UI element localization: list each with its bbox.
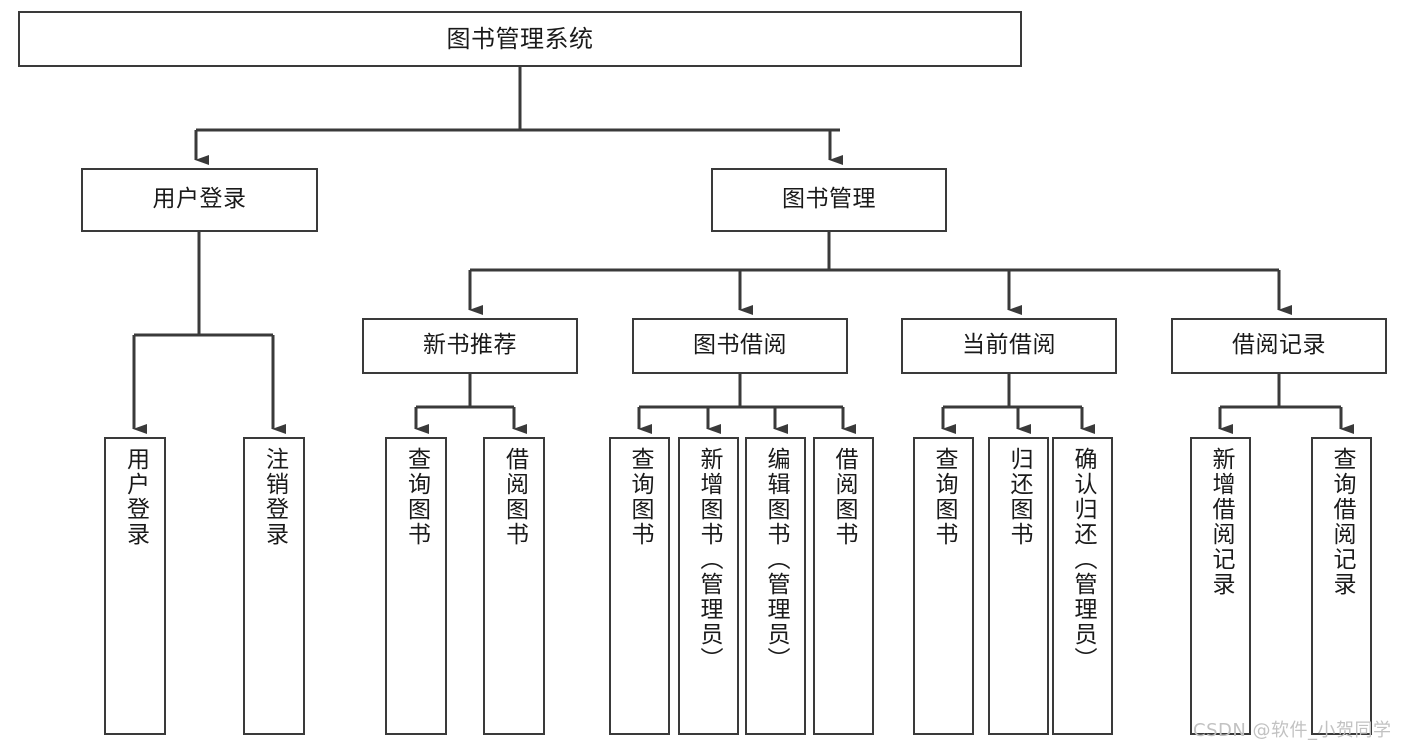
node-label: 图书管理 [782,186,876,213]
node-label: 当前借阅 [962,332,1056,359]
node-label: 查询图书 [931,447,957,547]
node-level3-borrow-records[interactable]: 借阅记录 [1171,318,1387,374]
node-level2-user-login[interactable]: 用户登录 [81,168,318,232]
node-leaf-add-book-admin[interactable]: 新增图书（管理员） [678,437,739,735]
node-leaf-query-books-borrow[interactable]: 查询图书 [609,437,670,735]
node-label: 图书借阅 [693,332,787,359]
node-leaf-query-books-current[interactable]: 查询图书 [913,437,974,735]
csdn-watermark: CSDN @软件_小贺同学 [1193,720,1392,741]
node-label: 查询借阅记录 [1329,447,1355,597]
node-label: 借阅记录 [1232,332,1326,359]
node-leaf-borrow-book[interactable]: 借阅图书 [813,437,874,735]
node-label: 新书推荐 [423,332,517,359]
node-leaf-borrow-books-new[interactable]: 借阅图书 [483,437,545,735]
node-level3-book-borrow[interactable]: 图书借阅 [632,318,848,374]
node-label: 查询图书 [403,447,430,547]
node-level3-current-borrow[interactable]: 当前借阅 [901,318,1117,374]
node-label: 注销登录 [261,447,288,547]
node-leaf-return-book[interactable]: 归还图书 [988,437,1049,735]
node-label: 新增借阅记录 [1208,447,1234,597]
node-label: 借阅图书 [831,447,857,547]
node-level3-new-book-recommend[interactable]: 新书推荐 [362,318,578,374]
node-label: 图书管理系统 [446,24,594,53]
node-label: 编辑图书（管理员） [763,447,789,672]
node-leaf-user-login[interactable]: 用户登录 [104,437,166,735]
node-leaf-confirm-return-admin[interactable]: 确认归还（管理员） [1052,437,1113,735]
node-leaf-logout[interactable]: 注销登录 [243,437,305,735]
node-leaf-query-books-new[interactable]: 查询图书 [385,437,447,735]
node-label: 借阅图书 [501,447,528,547]
node-label: 用户登录 [122,447,149,547]
node-label: 归还图书 [1006,447,1032,547]
node-label: 新增图书（管理员） [696,447,722,672]
node-leaf-query-borrow-record[interactable]: 查询借阅记录 [1311,437,1372,735]
node-level2-book-management[interactable]: 图书管理 [711,168,947,232]
node-label: 用户登录 [152,186,247,213]
node-root[interactable]: 图书管理系统 [18,11,1022,67]
node-leaf-edit-book-admin[interactable]: 编辑图书（管理员） [745,437,806,735]
node-label: 确认归还（管理员） [1070,447,1096,672]
node-label: 查询图书 [627,447,653,547]
node-leaf-add-borrow-record[interactable]: 新增借阅记录 [1190,437,1251,735]
